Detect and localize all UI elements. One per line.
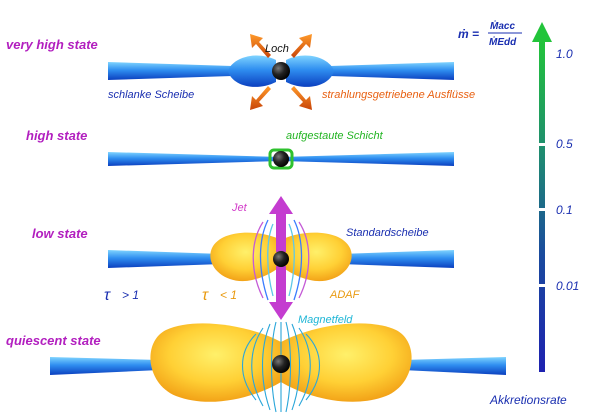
tau-relation-optically-thick: > 1 <box>122 288 139 302</box>
tau-symbol-optically-thick: τ <box>104 287 111 304</box>
label-schlanke-scheibe: schlanke Scheibe <box>108 89 194 101</box>
adaf-blob-right <box>281 323 412 402</box>
outflow-arrows <box>250 34 312 110</box>
formula-lhs: ṁ = <box>458 27 479 41</box>
state-label-low: low state <box>32 226 88 241</box>
magnetic-field-lines <box>242 321 320 413</box>
slim-disk-right <box>330 62 454 80</box>
scale-gaps <box>537 143 547 287</box>
slim-disk-lobe-left <box>228 55 276 87</box>
accretion-rate-label: Akkretionsrate <box>489 393 567 407</box>
state-label-high: high state <box>26 128 87 143</box>
piled-up-layer <box>268 148 294 170</box>
label-aufgestaute-schicht: aufgestaute Schicht <box>286 130 384 142</box>
label-jet: Jet <box>231 202 248 214</box>
standard-disk-left <box>108 250 222 268</box>
jet-arrow <box>269 196 293 320</box>
black-hole-quiescent <box>272 355 290 373</box>
formula-numerator: Ṁacc <box>490 19 515 32</box>
field-lines-low <box>252 219 310 301</box>
scale-tick-0-01: 0.01 <box>556 279 579 293</box>
black-hole-high <box>273 151 289 167</box>
scale-tick-0-5: 0.5 <box>556 137 573 151</box>
accretion-rate-scale: ṁ = Ṁacc ṀEdd 1.0 0.5 0.1 0.01 Akkretion… <box>458 19 579 407</box>
label-loch: Loch <box>265 43 289 55</box>
adaf-blob-left <box>150 323 281 402</box>
adaf-lobe-right <box>281 232 352 282</box>
high-state-group: high state aufgestaute Schicht <box>26 128 454 170</box>
quiescent-disk-left <box>50 357 160 375</box>
low-state-group: low state Jet Standardscheibe ADAF τ > 1… <box>32 196 454 320</box>
black-hole-low <box>273 251 289 267</box>
state-label-quiescent: quiescent state <box>6 333 101 348</box>
formula-denominator: ṀEdd <box>489 35 517 48</box>
scale-tick-1-0: 1.0 <box>556 47 573 61</box>
state-label-very-high: very high state <box>6 37 98 52</box>
quiescent-state-group: quiescent state Magnetfeld <box>6 314 506 413</box>
label-adaf: ADAF <box>329 289 361 301</box>
tau-relation-optically-thin: < 1 <box>220 288 237 302</box>
tau-symbol-optically-thin: τ <box>202 287 209 304</box>
slim-disk-lobe-right <box>286 55 334 87</box>
accretion-rate-arrowhead <box>532 22 552 42</box>
scale-tick-0-1: 0.1 <box>556 203 573 217</box>
very-high-state-group: very high state Loch schlanke Scheibe st… <box>6 34 475 110</box>
slim-disk-left <box>108 62 232 80</box>
adaf-lobe-left <box>210 232 281 282</box>
accretion-rate-bar <box>539 40 545 372</box>
black-hole-very-high <box>272 62 290 80</box>
label-standardscheibe: Standardscheibe <box>346 227 429 239</box>
mdot-formula: ṁ = Ṁacc ṀEdd <box>458 19 522 48</box>
quiescent-disk-right <box>402 357 506 375</box>
standard-disk-right <box>340 250 454 268</box>
label-strahlungsgetriebene-ausfluesse: strahlungsgetriebene Ausflüsse <box>322 89 475 101</box>
label-magnetfeld: Magnetfeld <box>298 314 353 326</box>
